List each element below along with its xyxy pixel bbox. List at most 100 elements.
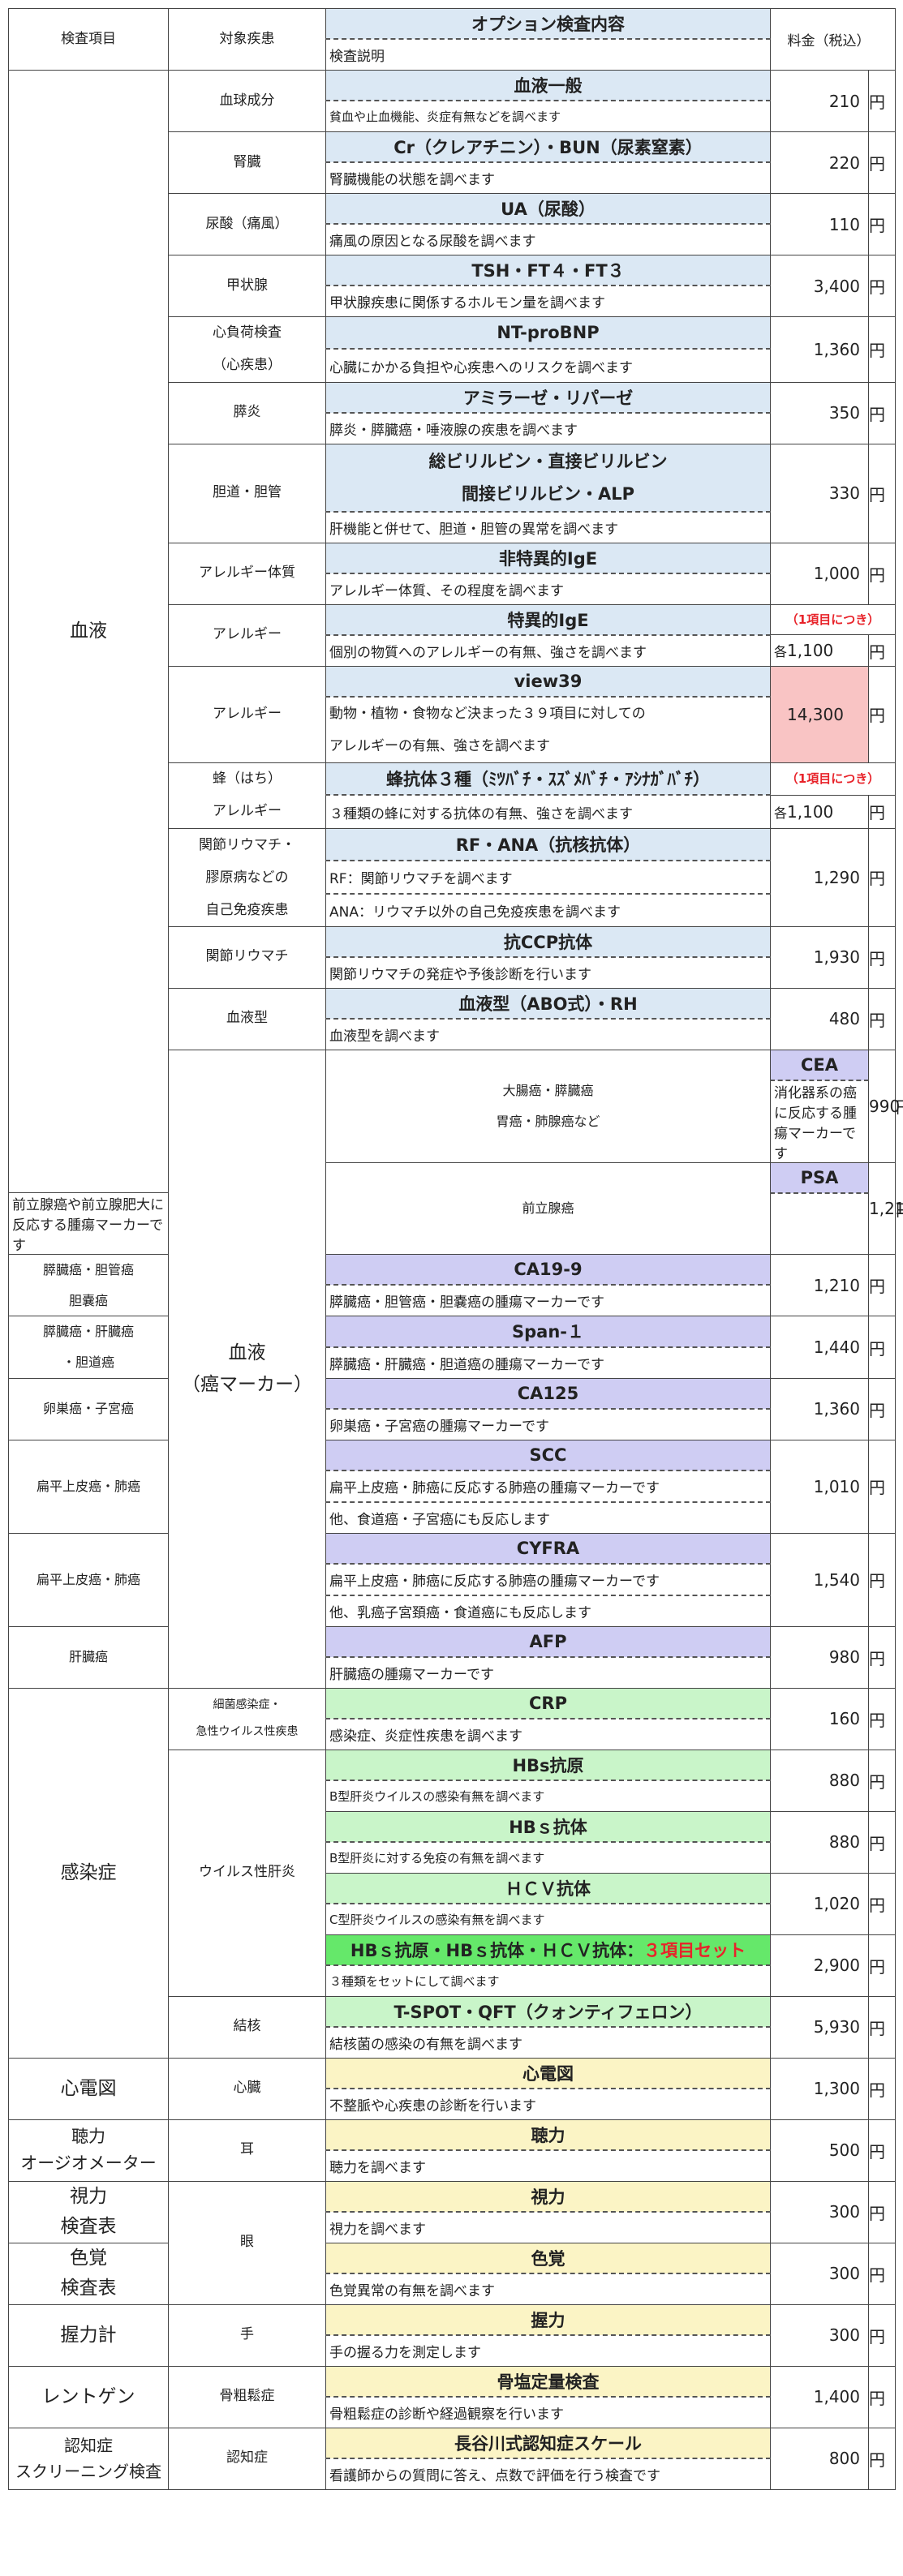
exam-desc-line: アレルギーの有無、強さを調べます (329, 737, 550, 754)
price-unit: 円 (868, 634, 896, 667)
table-row: 扁平上皮癌・肺癌に反応する肺癌の腫瘍マーカーです (9, 1470, 896, 1503)
exam-desc: 肝機能と併せて、胆道・胆管の異常を調べます (325, 511, 771, 543)
table-row: 視力を調べます (9, 2211, 896, 2243)
header-row-bottom: 検査説明 (9, 38, 896, 71)
table-row: 結核菌の感染の有無を調べます (9, 2026, 896, 2059)
table-row: 骨粗鬆症の診断や経過観察を行います (9, 2396, 896, 2428)
header-price: 料金（税込） (770, 8, 896, 71)
category-line: 聴力 (71, 2126, 105, 2146)
price-unit: 円 (868, 827, 896, 927)
disease-line: （心疾患） (213, 356, 282, 373)
price-unit: 円 (868, 2242, 896, 2305)
exam-desc: 甲状腺疾患に関係するホルモン量を調べます (325, 285, 771, 317)
price-unit: 円 (868, 987, 896, 1050)
table-row: B型肝炎ウイルスの感染有無を調べます (9, 1780, 896, 1812)
price-unit: 円 (868, 2180, 896, 2243)
exam-desc: 色覚異常の有無を調べます (325, 2273, 771, 2305)
exam-name: TSH・FT４・FT３ (325, 255, 771, 286)
table-row: 個別の物質へのアレルギーの有無、強さを調べます 各1,100 円 (9, 634, 896, 667)
table-row: アレルギー view39 14,300 円 (9, 665, 896, 763)
price: 1,360 (770, 1377, 869, 1440)
table-row: 痛風の原因となる尿酸を調べます (9, 223, 896, 255)
disease-line: ・胆道癌 (62, 1355, 114, 1371)
price: 各1,100 (770, 794, 869, 829)
exam-name: Cr（クレアチニン）・BUN（尿素窒素） (325, 131, 771, 163)
table-row: 手の握る力を測定します (9, 2334, 896, 2367)
price-unit: 円 (868, 443, 896, 543)
exam-name: AFP (325, 1625, 771, 1658)
price-value: 1,100 (787, 801, 834, 822)
price-unit: 円 (868, 316, 896, 383)
category-blood: 血液 (8, 69, 169, 1194)
exam-name: CEA (770, 1049, 869, 1081)
table-row: 前立腺癌や前立腺肥大に反応する腫瘍マーカーです (8, 1192, 896, 1256)
price-unit: 円 (868, 2303, 896, 2367)
table-row: 肝機能と併せて、胆道・胆管の異常を調べます (9, 511, 896, 543)
exam-name: 特異的IgE (325, 603, 771, 636)
exam-name: HBｓ抗原・HBｓ抗体・ＨＣＶ抗体：３項目セット (325, 1934, 771, 1966)
table-row: ３種類をセットにして調べます (9, 1964, 896, 1997)
price: 350 (770, 381, 869, 444)
exam-desc: 膵炎・膵臓癌・唾液腺の疾患を調べます (325, 412, 771, 444)
exam-name: NT-proBNP (325, 316, 771, 350)
price: 1,210 (770, 1254, 869, 1317)
category-tumor: 血液（癌マーカー） (168, 1049, 326, 1689)
table-row: 握力計 手 握力 300 円 (8, 2303, 896, 2367)
exam-desc: 卵巣癌・子宮癌の腫瘍マーカーです (325, 1408, 771, 1440)
price-unit: 円 (868, 1872, 896, 1935)
disease-label: 卵巣癌・子宮癌 (8, 1377, 169, 1440)
price-unit: 円 (868, 1316, 896, 1379)
price: 160 (770, 1687, 869, 1750)
price: 1,210 (868, 1161, 903, 1256)
table-row: 扁平上皮癌・肺癌 CYFRA 1,540 円 (8, 1532, 896, 1627)
exam-desc: ANA：リウマチ以外の自己免疫疾患を調べます (325, 893, 771, 927)
category-line: 視力 (70, 2186, 107, 2208)
table-row: 関節リウマチ 抗CCP抗体 1,930 円 (9, 925, 896, 989)
price-unit: 円 (868, 381, 896, 444)
disease-label: 耳 (168, 2119, 326, 2182)
exam-desc: 他、食道癌・子宮癌にも反応します (325, 1501, 771, 1534)
exam-desc-line: 動物・植物・食物など決まった３９項目に対しての (329, 705, 646, 722)
disease-label: 尿酸（痛風） (168, 193, 326, 255)
table-row: 血液 血球成分 血液一般 210 円 (8, 69, 896, 1194)
price-unit: 円 (868, 1810, 896, 1874)
table-row: アレルギー体質、その程度を調べます (9, 573, 896, 605)
disease-line: 膵臓癌・肝臓癌 (42, 1324, 134, 1340)
exam-desc: 腎臓機能の状態を調べます (325, 161, 771, 194)
disease-label: アレルギー (168, 603, 326, 667)
exam-desc: 聴力を調べます (325, 2149, 771, 2182)
price: 220 (770, 131, 869, 194)
table-row: 心電図 心臓 心電図 1,300 円 (8, 2057, 896, 2120)
category-vision: 視力検査表 (8, 2180, 169, 2243)
header-item: 検査項目 (8, 8, 169, 71)
exam-name: 骨塩定量検査 (325, 2365, 771, 2398)
disease-label: 前立腺癌 (325, 1161, 771, 1256)
price: 300 (770, 2180, 869, 2243)
table-row: 関節リウマチの発症や予後診断を行います (9, 956, 896, 989)
table-row: 結核 T-SPOT・QFT（クォンティフェロン） 5,930 円 (9, 1995, 896, 2059)
disease-line: 膵臓癌・胆管癌 (42, 1262, 134, 1278)
price: 1,360 (770, 316, 869, 383)
disease-line: アレルギー (213, 802, 282, 819)
exam-desc: 結核菌の感染の有無を調べます (325, 2026, 771, 2059)
disease-label: アレルギー (168, 665, 326, 763)
table-row: HBｓ抗体 880 円 (9, 1810, 896, 1874)
table-row: アレルギー 特異的IgE （1項目につき） (9, 603, 896, 667)
category-ecg: 心電図 (8, 2057, 169, 2120)
disease-line: 蜂（はち） (213, 770, 282, 787)
price: 1,930 (770, 925, 869, 989)
category-line: オージオメーター (20, 2153, 157, 2174)
exam-desc: 他、乳癌子宮頚癌・食道癌にも反応します (325, 1595, 771, 1627)
category-infection: 感染症 (8, 1687, 169, 2059)
exam-desc: 感染症、炎症性疾患を調べます (325, 1718, 771, 1750)
disease-label: 腎臓 (168, 131, 326, 194)
price: 880 (770, 1749, 869, 1812)
table-row: 感染症 細菌感染症・急性ウイルス性疾患 CRP 160 円 (8, 1687, 896, 2059)
exam-name: Span-１ (325, 1316, 771, 1348)
disease-line: 細菌感染症・ (213, 1698, 282, 1712)
price: 1,440 (770, 1316, 869, 1379)
exam-name: 聴力 (325, 2119, 771, 2151)
table-row: 膵臓癌・肝臓癌・胆道癌 Span-１ 1,440 円 (8, 1316, 896, 1379)
exam-name: 血液一般 (325, 70, 771, 101)
disease-label: 膵炎 (168, 381, 326, 444)
